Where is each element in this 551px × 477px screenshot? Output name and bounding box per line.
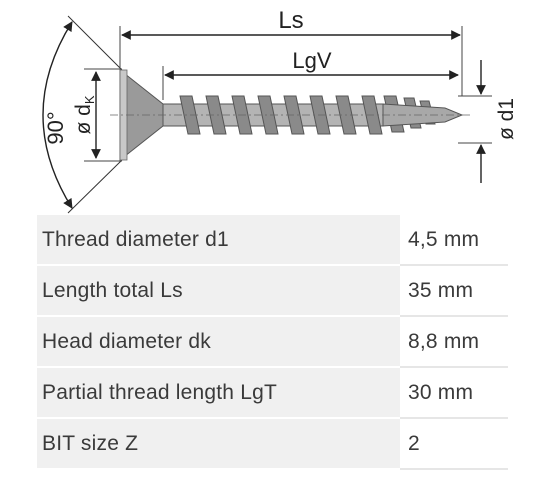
spec-value: 30 mm: [400, 367, 508, 419]
screw-dimension-diagram: 90° ø dK Ls LgV: [42, 7, 518, 214]
thread-diameter-dimension: ø d1: [458, 60, 518, 183]
angle-label: 90°: [43, 111, 68, 144]
spec-value: 4,5 mm: [400, 215, 508, 266]
spec-value: 8,8 mm: [400, 316, 508, 368]
length-total-dimension: Ls: [121, 7, 461, 40]
length-total-label: Ls: [278, 7, 303, 34]
spec-label: Partial thread length LgT: [37, 367, 400, 419]
thread-diameter-label: ø d1: [495, 98, 518, 140]
spec-value: 2: [400, 418, 508, 470]
thread-length-dimension: LgV: [164, 48, 459, 80]
spec-value: 35 mm: [400, 265, 508, 317]
head-diameter-label: ø d: [72, 104, 95, 134]
spec-label: Length total Ls: [37, 265, 400, 317]
spec-label: Head diameter dk: [37, 316, 400, 368]
screw-drawing: [110, 68, 470, 162]
thread-length-label: LgV: [292, 48, 331, 73]
svg-text:ø dK: ø dK: [72, 95, 97, 134]
angle-dimension: 90°: [42, 15, 123, 214]
head-diameter-subscript: K: [82, 95, 97, 104]
spec-label: Thread diameter d1: [37, 215, 400, 266]
spec-label: BIT size Z: [37, 418, 400, 470]
head-diameter-dimension: ø dK: [72, 68, 122, 162]
